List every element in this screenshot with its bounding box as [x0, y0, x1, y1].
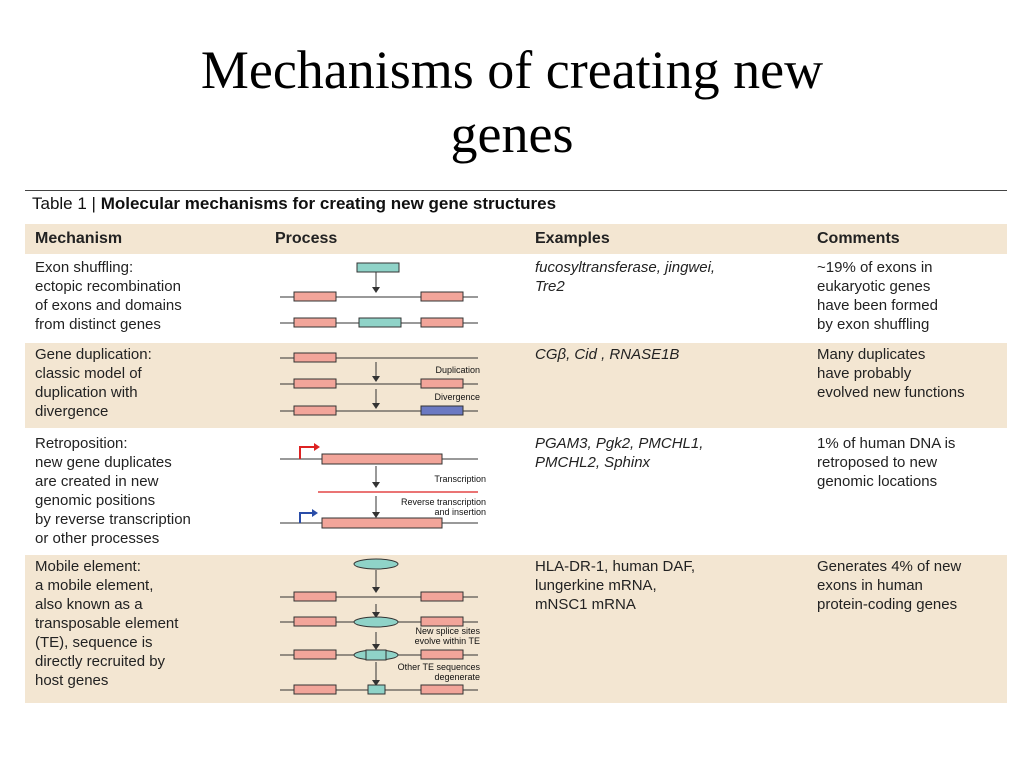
label-new-splice-2: evolve within TE	[415, 636, 480, 646]
table-row-exon-shuffling: Exon shuffling: ectopic recombination of…	[25, 256, 1007, 340]
comments-cell: Many duplicates have probably evolved ne…	[817, 346, 965, 401]
label-reverse-transcription-2: and insertion	[434, 507, 486, 517]
table-header-row: Mechanism Process Examples Comments	[25, 224, 1007, 254]
label-duplication: Duplication	[435, 365, 480, 375]
label-reverse-transcription-1: Reverse transcription	[401, 497, 486, 507]
table-caption: Table 1 | Molecular mechanisms for creat…	[32, 194, 556, 214]
table-row-gene-duplication: Gene duplication: classic model of dupli…	[25, 343, 1007, 428]
mechanism-cell: Mobile element: a mobile element, also k…	[35, 558, 179, 689]
label-transcription: Transcription	[434, 474, 486, 484]
mechanism-cell: Retroposition: new gene duplicates are c…	[35, 435, 191, 547]
mechanism-cell: Gene duplication: classic model of dupli…	[35, 346, 152, 420]
comments-cell: Generates 4% of new exons in human prote…	[817, 558, 962, 613]
examples-cell: CGβ, Cid , RNASE1B	[535, 346, 680, 363]
header-comments: Comments	[817, 230, 900, 247]
table-top-rule	[25, 190, 1007, 191]
header-process: Process	[275, 230, 338, 247]
label-divergence: Divergence	[434, 392, 480, 402]
label-new-splice-1: New splice sites	[415, 626, 480, 636]
header-mechanism: Mechanism	[35, 230, 123, 247]
header-examples: Examples	[535, 230, 610, 247]
comments-cell: ~19% of exons in eukaryotic genes have b…	[817, 259, 938, 333]
examples-cell: HLA-DR-1, human DAF, lungerkine mRNA, mN…	[535, 558, 696, 613]
mechanism-cell: Exon shuffling: ectopic recombination of…	[35, 259, 182, 333]
caption-prefix: Table 1 |	[32, 194, 101, 213]
table-row-mobile-element: Mobile element: a mobile element, also k…	[25, 555, 1007, 703]
examples-cell: fucosyltransferase, jingwei, Tre2	[535, 259, 716, 295]
caption-title: Molecular mechanisms for creating new ge…	[100, 194, 557, 213]
slide-title: Mechanisms of creating new genes	[200, 40, 824, 164]
label-other-te-2: degenerate	[434, 672, 480, 682]
examples-cell: PGAM3, Pgk2, PMCHL1, PMCHL2, Sphinx	[535, 435, 704, 471]
comments-cell: 1% of human DNA is retroposed to new gen…	[817, 435, 956, 490]
table-row-retroposition: Retroposition: new gene duplicates are c…	[25, 432, 1007, 552]
label-other-te-1: Other TE sequences	[398, 662, 481, 672]
